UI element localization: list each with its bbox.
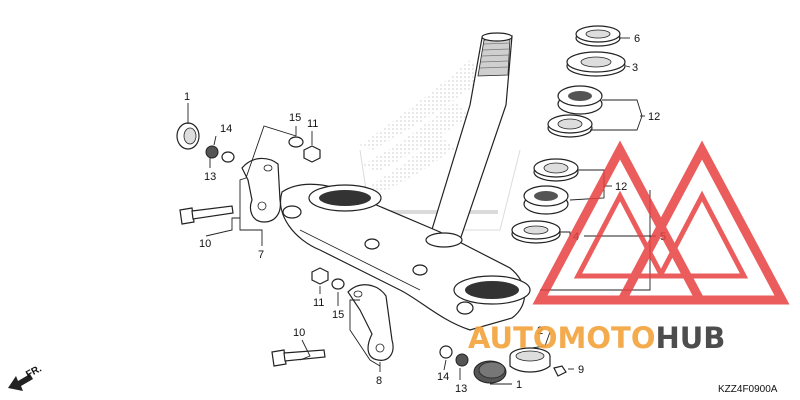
nut-11-lower bbox=[311, 267, 329, 285]
front-direction-arrow: FR. bbox=[8, 363, 44, 391]
callout-10-lower: 10 bbox=[293, 327, 305, 339]
watermark-text-orange: AUTOMOTO bbox=[468, 321, 655, 355]
collar-13-upper bbox=[205, 145, 219, 159]
callout-11-lower: 11 bbox=[313, 297, 324, 309]
callout-13-lower: 13 bbox=[455, 383, 467, 395]
watermark-text-dark: HUB bbox=[655, 321, 725, 355]
lower-bearing bbox=[523, 185, 569, 215]
callout-14-lower: 14 bbox=[437, 371, 449, 383]
callout-14-upper: 14 bbox=[220, 123, 232, 135]
lower-race bbox=[533, 158, 579, 182]
upper-bearing bbox=[557, 85, 603, 115]
callout-9: 9 bbox=[578, 364, 584, 376]
front-direction-label: FR. bbox=[24, 363, 44, 380]
washer-14-upper bbox=[221, 151, 235, 163]
diagram-code: KZZ4F0900A bbox=[718, 384, 778, 395]
watermark-text: AUTOMOTOHUB bbox=[468, 321, 725, 355]
bracket-7 bbox=[241, 157, 281, 223]
bolt-10-upper bbox=[179, 205, 234, 225]
dust-seal bbox=[511, 220, 561, 244]
callout-1-upper: 1 bbox=[184, 91, 190, 103]
callout-2: 2 bbox=[537, 325, 543, 337]
callout-11-upper: 11 bbox=[307, 118, 318, 130]
lock-nut bbox=[575, 25, 621, 47]
cap-lower bbox=[473, 360, 507, 384]
callout-1-lower: 1 bbox=[516, 379, 522, 391]
washer-15-upper bbox=[288, 136, 304, 148]
bracket-8 bbox=[347, 284, 394, 361]
screw-9 bbox=[553, 365, 567, 377]
clamp-2 bbox=[509, 347, 551, 373]
callout-12-lower: 12 bbox=[615, 181, 627, 193]
washer-14-lower bbox=[439, 345, 453, 359]
callout-labels: 6 3 12 12 4 5 1 14 13 15 11 10 7 11 15 1… bbox=[184, 33, 666, 395]
washer-15-lower bbox=[331, 278, 345, 290]
collar-13-lower bbox=[455, 353, 469, 367]
callout-13-upper: 13 bbox=[204, 171, 216, 183]
callout-3: 3 bbox=[632, 62, 638, 74]
upper-race bbox=[547, 114, 593, 138]
bolt-10-lower bbox=[271, 349, 326, 367]
watermark-logo bbox=[532, 140, 790, 305]
callout-12-upper: 12 bbox=[648, 111, 660, 123]
callout-15-upper: 15 bbox=[289, 112, 301, 124]
nut-11-upper bbox=[303, 145, 321, 163]
callout-6: 6 bbox=[634, 33, 640, 45]
callout-8: 8 bbox=[376, 375, 382, 387]
callout-15-lower: 15 bbox=[332, 309, 344, 321]
bottom-bridge bbox=[280, 183, 531, 331]
steering-stem-shaft bbox=[429, 32, 513, 241]
adjusting-nut bbox=[566, 51, 626, 77]
callout-7: 7 bbox=[258, 249, 264, 261]
cap-upper bbox=[176, 122, 200, 150]
leader-lines bbox=[187, 37, 656, 385]
callout-10-upper: 10 bbox=[199, 238, 211, 250]
